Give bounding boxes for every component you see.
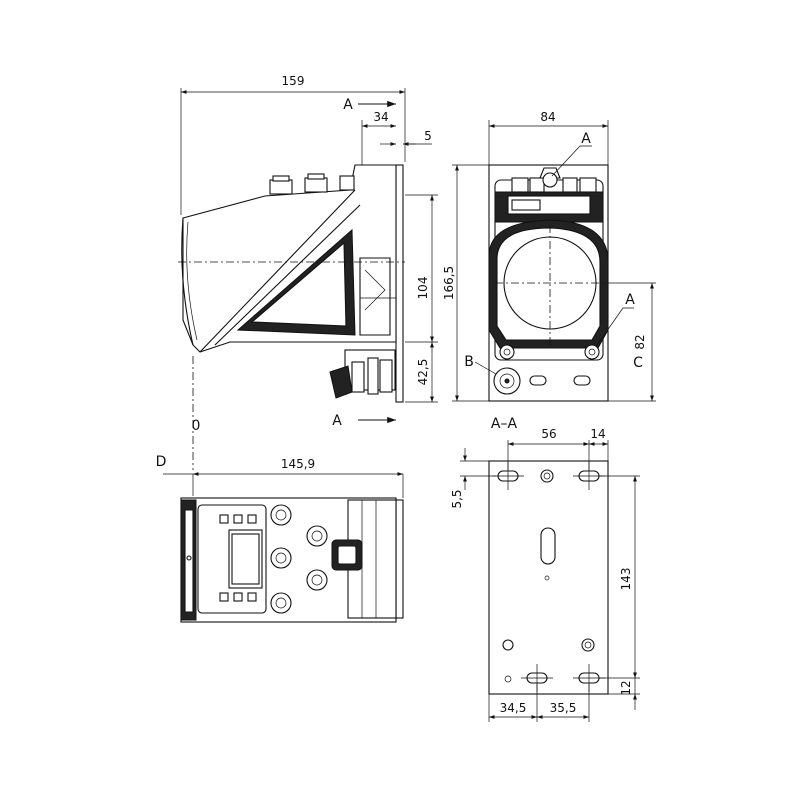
back-center-dot <box>544 575 550 581</box>
side-diagonal-face-2 <box>214 204 361 346</box>
dim-35-5: 35,5 <box>550 701 577 715</box>
zero-label: 0 <box>192 418 201 434</box>
side-top-connectors <box>269 173 355 195</box>
side-bracket <box>359 257 391 336</box>
front-boss-right <box>584 344 600 360</box>
dim-166-5: 166,5 <box>442 266 456 300</box>
side-cover-curve <box>181 217 194 346</box>
side-display-inner <box>250 241 347 327</box>
side-bracket-detail <box>364 269 386 311</box>
dim-104: 104 <box>416 277 430 300</box>
dim-5: 5 <box>424 129 432 143</box>
top-mounting-plate <box>395 499 404 619</box>
label-d: D <box>156 454 167 470</box>
side-diagonal-face <box>199 189 356 353</box>
top-view: 145,9 D <box>156 454 404 623</box>
side-cover-inner <box>186 221 198 341</box>
top-keypad <box>219 514 257 602</box>
back-hole-lower-right <box>581 638 595 652</box>
back-plate <box>488 460 609 695</box>
back-center-slot <box>540 527 556 565</box>
dim-84: 84 <box>540 110 555 124</box>
dim-82: 82 <box>633 334 647 349</box>
dim-14: 14 <box>590 427 605 441</box>
front-slot-left <box>529 375 547 386</box>
top-connectors <box>270 504 328 614</box>
dim-145-9: 145,9 <box>281 457 315 471</box>
dim-159: 159 <box>282 74 305 88</box>
dim-12: 12 <box>619 680 633 695</box>
dim-143: 143 <box>619 568 633 591</box>
front-b: B <box>464 354 474 370</box>
section-a-top: A <box>343 97 353 113</box>
front-boss-left <box>499 344 515 360</box>
front-view: 84 A 166,5 A 82 C B <box>442 110 656 402</box>
front-a-right: A <box>625 292 635 308</box>
front-c: C <box>633 355 643 371</box>
side-mounting-plate <box>395 164 404 403</box>
dim-56: 56 <box>541 427 556 441</box>
dim-42-5: 42,5 <box>416 359 430 386</box>
back-hole-top <box>540 469 554 483</box>
side-cable-connector <box>329 349 396 399</box>
section-title: A–A <box>491 416 518 432</box>
section-a-a: A–A 56 14 5,5 <box>450 416 640 722</box>
dim-5-5: 5,5 <box>450 489 464 508</box>
back-hole-lower-left <box>502 639 514 651</box>
front-display-screen <box>511 199 541 211</box>
back-screw-bottom <box>504 675 512 683</box>
front-a-top: A <box>581 131 591 147</box>
dim-34: 34 <box>373 110 388 124</box>
section-a-bottom: A <box>332 413 342 429</box>
front-top-connectors <box>511 167 597 193</box>
side-view: 159 A 34 5 104 42,5 A 0 <box>178 74 438 470</box>
dim-34-5: 34,5 <box>500 701 527 715</box>
front-slot-right <box>573 375 591 386</box>
leader-a-top <box>551 145 592 177</box>
leader-a-right <box>596 307 634 346</box>
leader-b <box>474 361 497 375</box>
